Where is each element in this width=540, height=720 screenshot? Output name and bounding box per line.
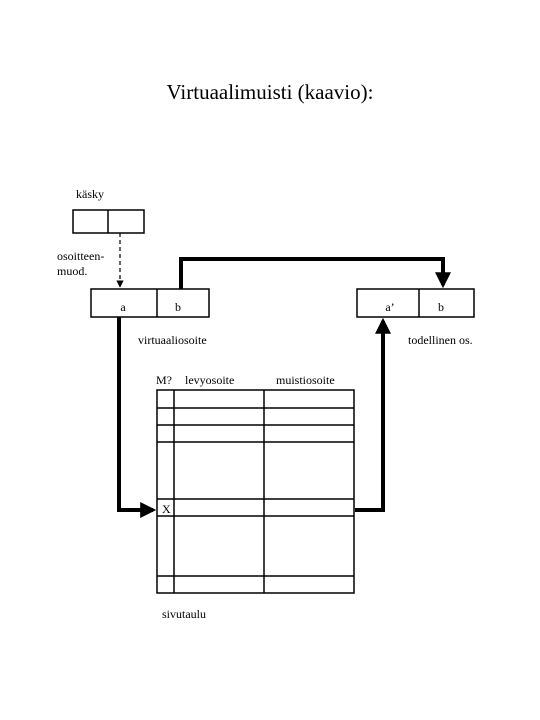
page-table [156,389,355,594]
page-table-header-present: M? [156,373,172,387]
real-address-field-a: a’ [385,300,394,314]
page-table-header-memory-address: muistiosoite [276,373,335,387]
page-lookup-arrow [117,317,157,518]
virtual-address-caption: virtuaaliosoite [138,333,207,347]
instruction-box [72,209,145,234]
virtual-address-box [90,288,210,318]
address-formation-label-line1: osoitteen- [57,249,104,263]
instruction-label: käsky [76,187,104,201]
diagram-title: Virtuaalimuisti (kaavio): [167,80,374,104]
offset-copy-arrow [179,257,451,289]
address-formation-label-line2: muod. [57,264,87,278]
real-address-caption: todellinen os. [408,333,473,347]
real-address-field-b: b [438,300,444,314]
page-table-caption: sivutaulu [162,607,206,621]
frame-address-arrow [355,317,391,512]
page-table-present-mark: X [162,502,171,516]
page-table-header-disk-address: levyosoite [185,373,234,387]
real-address-box [356,288,475,318]
virtual-address-field-a: a [120,300,126,314]
virtual-address-field-b: b [175,300,181,314]
